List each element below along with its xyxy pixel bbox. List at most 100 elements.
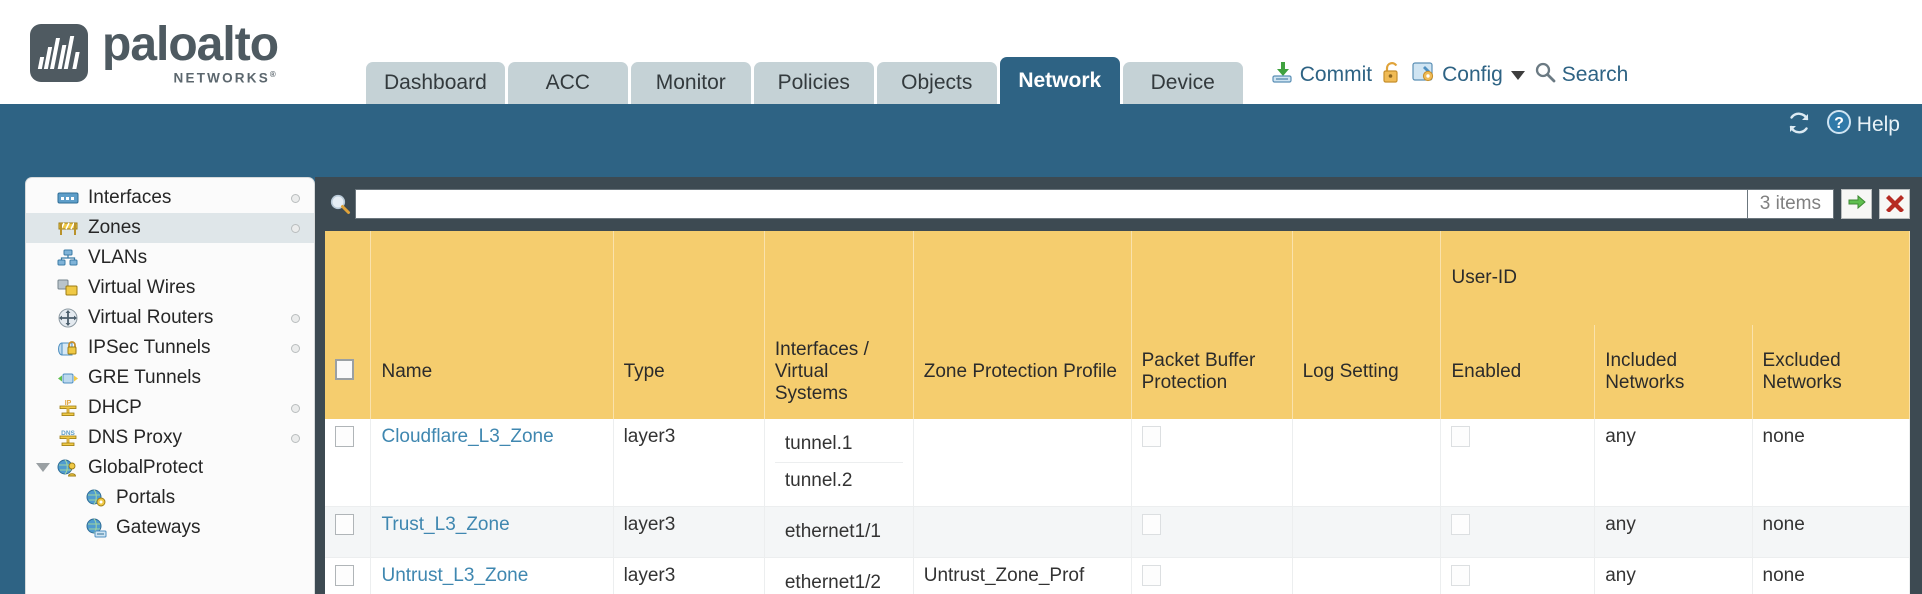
- search-input[interactable]: [355, 189, 1748, 219]
- cell-zone-protection-profile: [913, 506, 1132, 558]
- interfaces-icon: [56, 188, 80, 208]
- commit-label: Commit: [1299, 63, 1373, 86]
- sidebar-item-portals[interactable]: Portals: [26, 483, 314, 513]
- sidebar-item-vlans[interactable]: VLANs: [26, 243, 314, 273]
- sidebar-item-globalprotect[interactable]: GlobalProtect: [26, 453, 314, 483]
- table-row[interactable]: Untrust_L3_Zone layer3 ethernet1/2 Untru…: [325, 557, 1910, 594]
- cell-log-setting: [1292, 506, 1442, 558]
- chevron-down-icon: [1510, 70, 1525, 80]
- paloalto-logo: paloalto NETWORKS®: [30, 16, 279, 90]
- sidebar-item-dhcp[interactable]: IP DHCP: [26, 393, 314, 423]
- row-checkbox[interactable]: [335, 426, 354, 447]
- col-header-log-setting[interactable]: Log Setting: [1292, 325, 1442, 419]
- col-header-packet-buffer-protection[interactable]: Packet Buffer Protection: [1131, 325, 1293, 419]
- refresh-icon[interactable]: [1786, 110, 1812, 141]
- config-label: Config: [1442, 63, 1503, 86]
- cell-userid-enabled[interactable]: [1440, 506, 1596, 558]
- table-header-row: Name Type Interfaces / Virtual Systems Z…: [325, 325, 1910, 419]
- sidebar-item-ipsec-tunnels[interactable]: IPSec Tunnels: [26, 333, 314, 363]
- cell-included-networks: any: [1594, 557, 1753, 594]
- dns-proxy-icon: DNS: [56, 428, 80, 448]
- clear-filter-button[interactable]: [1879, 189, 1910, 219]
- portals-icon: [84, 488, 108, 508]
- cell-interfaces: ethernet1/1: [764, 506, 914, 558]
- commit-button[interactable]: Commit: [1270, 60, 1372, 90]
- cell-userid-enabled[interactable]: [1440, 419, 1596, 507]
- sidebar-item-virtual-wires[interactable]: Virtual Wires: [26, 273, 314, 303]
- row-checkbox[interactable]: [335, 565, 354, 586]
- status-dot: [291, 314, 300, 323]
- search-button[interactable]: Search: [1534, 61, 1629, 89]
- virtual-routers-icon: [56, 308, 80, 328]
- tree-expand-caret-icon[interactable]: [36, 463, 50, 472]
- col-header-type[interactable]: Type: [613, 325, 765, 419]
- tab-device[interactable]: Device: [1122, 62, 1243, 104]
- tab-dashboard[interactable]: Dashboard: [366, 62, 505, 104]
- cell-packet-buffer-protection[interactable]: [1131, 557, 1293, 594]
- sidebar-item-virtual-routers[interactable]: Virtual Routers: [26, 303, 314, 333]
- row-checkbox[interactable]: [335, 514, 354, 535]
- magnifier-icon[interactable]: [325, 193, 355, 215]
- col-header-excluded-networks[interactable]: Excluded Networks: [1752, 325, 1910, 419]
- cell-name[interactable]: Trust_L3_Zone: [370, 506, 614, 558]
- group-spacer: [764, 231, 914, 325]
- zones-table: User-ID Name Type Interfaces / Virtual S…: [325, 231, 1910, 594]
- sidebar-item-gateways[interactable]: Gateways: [26, 513, 314, 543]
- select-all-header[interactable]: [325, 325, 372, 419]
- sidebar-item-label: Zones: [88, 217, 141, 238]
- group-header-userid: User-ID: [1440, 231, 1910, 325]
- userid-enabled-checkbox[interactable]: [1451, 514, 1471, 535]
- brand-name: paloalto: [102, 18, 279, 71]
- table-row[interactable]: Trust_L3_Zone layer3 ethernet1/1 any: [325, 506, 1910, 558]
- cell-log-setting: [1292, 557, 1442, 594]
- table-row[interactable]: Cloudflare_L3_Zone layer3 tunnel.1 tunne…: [325, 419, 1910, 507]
- cell-name[interactable]: Untrust_L3_Zone: [370, 557, 614, 594]
- tab-monitor[interactable]: Monitor: [630, 62, 751, 104]
- sidebar-item-interfaces[interactable]: Interfaces: [26, 183, 314, 213]
- col-header-name[interactable]: Name: [370, 325, 614, 419]
- col-header-zone-protection-profile[interactable]: Zone Protection Profile: [913, 325, 1132, 419]
- cell-name[interactable]: Cloudflare_L3_Zone: [370, 419, 614, 507]
- interface-item: tunnel.2: [784, 470, 853, 491]
- select-all-checkbox[interactable]: [335, 358, 354, 380]
- col-header-interfaces[interactable]: Interfaces / Virtual Systems: [764, 325, 914, 419]
- padlock-icon[interactable]: [1381, 61, 1403, 90]
- config-menu-button[interactable]: Config: [1412, 60, 1525, 90]
- zone-name-link[interactable]: Untrust_L3_Zone: [381, 565, 529, 586]
- group-spacer: [1131, 231, 1293, 325]
- sidebar-item-dns-proxy[interactable]: DNS DNS Proxy: [26, 423, 314, 453]
- help-label: Help: [1856, 113, 1900, 136]
- sidebar-item-label: DHCP: [88, 397, 142, 418]
- cell-zone-protection-profile: [913, 419, 1132, 507]
- cell-userid-enabled[interactable]: [1440, 557, 1596, 594]
- row-select-cell[interactable]: [325, 419, 372, 507]
- col-header-userid-enabled[interactable]: Enabled: [1440, 325, 1596, 419]
- userid-enabled-checkbox[interactable]: [1451, 426, 1471, 447]
- zone-name-link[interactable]: Trust_L3_Zone: [381, 514, 510, 535]
- sidebar-item-gre-tunnels[interactable]: GRE Tunnels: [26, 363, 314, 393]
- packet-buffer-protection-checkbox[interactable]: [1141, 514, 1161, 535]
- row-select-cell[interactable]: [325, 506, 372, 558]
- col-header-included-networks[interactable]: Included Networks: [1594, 325, 1753, 419]
- zones-barrier-icon: [56, 218, 80, 238]
- zones-content-panel: 3 items: [315, 177, 1922, 594]
- tab-network[interactable]: Network: [999, 57, 1120, 104]
- interface-item: ethernet1/1: [784, 521, 881, 542]
- help-button[interactable]: ? Help: [1826, 109, 1900, 141]
- tab-policies[interactable]: Policies: [753, 62, 874, 104]
- main-nav-tabs: Dashboard ACC Monitor Policies Objects N…: [366, 0, 1246, 104]
- sidebar-item-zones[interactable]: Zones: [26, 213, 314, 243]
- packet-buffer-protection-checkbox[interactable]: [1141, 426, 1161, 447]
- tab-acc[interactable]: ACC: [507, 62, 628, 104]
- cell-packet-buffer-protection[interactable]: [1131, 419, 1293, 507]
- group-spacer: [913, 231, 1132, 325]
- apply-filter-button[interactable]: [1841, 189, 1872, 219]
- cell-packet-buffer-protection[interactable]: [1131, 506, 1293, 558]
- search-label: Search: [1561, 63, 1629, 86]
- packet-buffer-protection-checkbox[interactable]: [1141, 565, 1161, 586]
- tab-objects[interactable]: Objects: [876, 62, 997, 104]
- row-select-cell[interactable]: [325, 557, 372, 594]
- userid-enabled-checkbox[interactable]: [1451, 565, 1471, 586]
- zone-name-link[interactable]: Cloudflare_L3_Zone: [381, 426, 554, 447]
